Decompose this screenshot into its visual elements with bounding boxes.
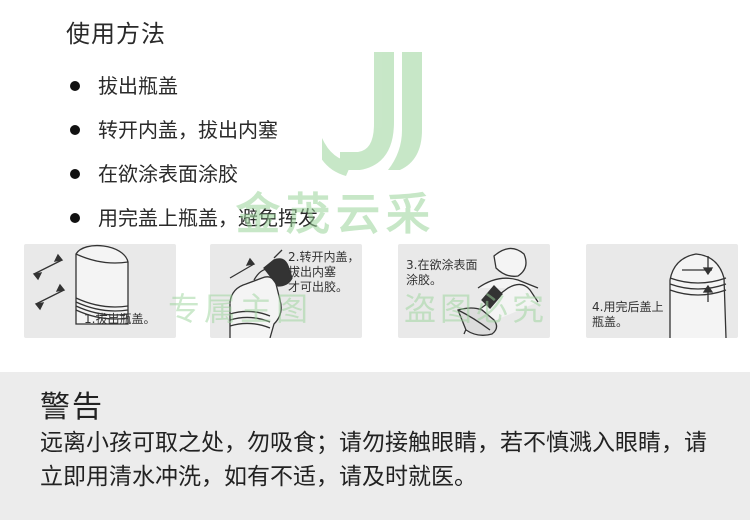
apply-glue-illustration-icon (457, 247, 539, 336)
illustration-panel-1: 1.拔出瓶盖。 (24, 244, 176, 338)
usage-title: 使用方法 (66, 20, 166, 48)
step-text: 在欲涂表面涂胶 (98, 162, 238, 186)
bullet-icon (70, 81, 80, 91)
warning-section (0, 372, 750, 520)
step-text: 拔出瓶盖 (98, 74, 178, 98)
usage-steps-list: 拔出瓶盖 转开内盖，拔出内塞 在欲涂表面涂胶 用完盖上瓶盖，避免挥发 (66, 72, 318, 248)
step-text: 转开内盖，拔出内塞 (98, 118, 278, 142)
remove-cap-illustration-icon (32, 244, 129, 325)
bullet-icon (70, 213, 80, 223)
panel-2-caption: 2.转开内盖， 拔出内塞 才可出胶。 (288, 250, 360, 294)
panel-4-caption: 4.用完后盖上 瓶盖。 (592, 300, 664, 329)
close-cap-illustration-icon (669, 253, 727, 338)
step-item: 转开内盖，拔出内塞 (66, 116, 318, 160)
step-item: 拔出瓶盖 (66, 72, 318, 116)
bullet-icon (70, 169, 80, 179)
panel-1-caption: 1.拔出瓶盖。 (84, 312, 156, 326)
step-item: 在欲涂表面涂胶 (66, 160, 318, 204)
warning-title: 警告 (40, 390, 104, 425)
illustration-panel-2: 2.转开内盖， 拔出内塞 才可出胶。 (210, 244, 362, 338)
open-inner-cap-illustration-icon (229, 249, 293, 338)
step-text: 用完盖上瓶盖，避免挥发 (98, 206, 318, 230)
step-item: 用完盖上瓶盖，避免挥发 (66, 204, 318, 248)
warning-text: 远离小孩可取之处，勿吸食；请勿接触眼睛，若不慎溅入眼睛，请立即用清水冲洗，如有不… (40, 430, 707, 490)
illustration-panel-4: 4.用完后盖上 瓶盖。 (586, 244, 738, 338)
panel-3-caption: 3.在欲涂表面 涂胶。 (406, 258, 478, 287)
illustration-panel-3: 3.在欲涂表面 涂胶。 (398, 244, 550, 338)
bullet-icon (70, 125, 80, 135)
